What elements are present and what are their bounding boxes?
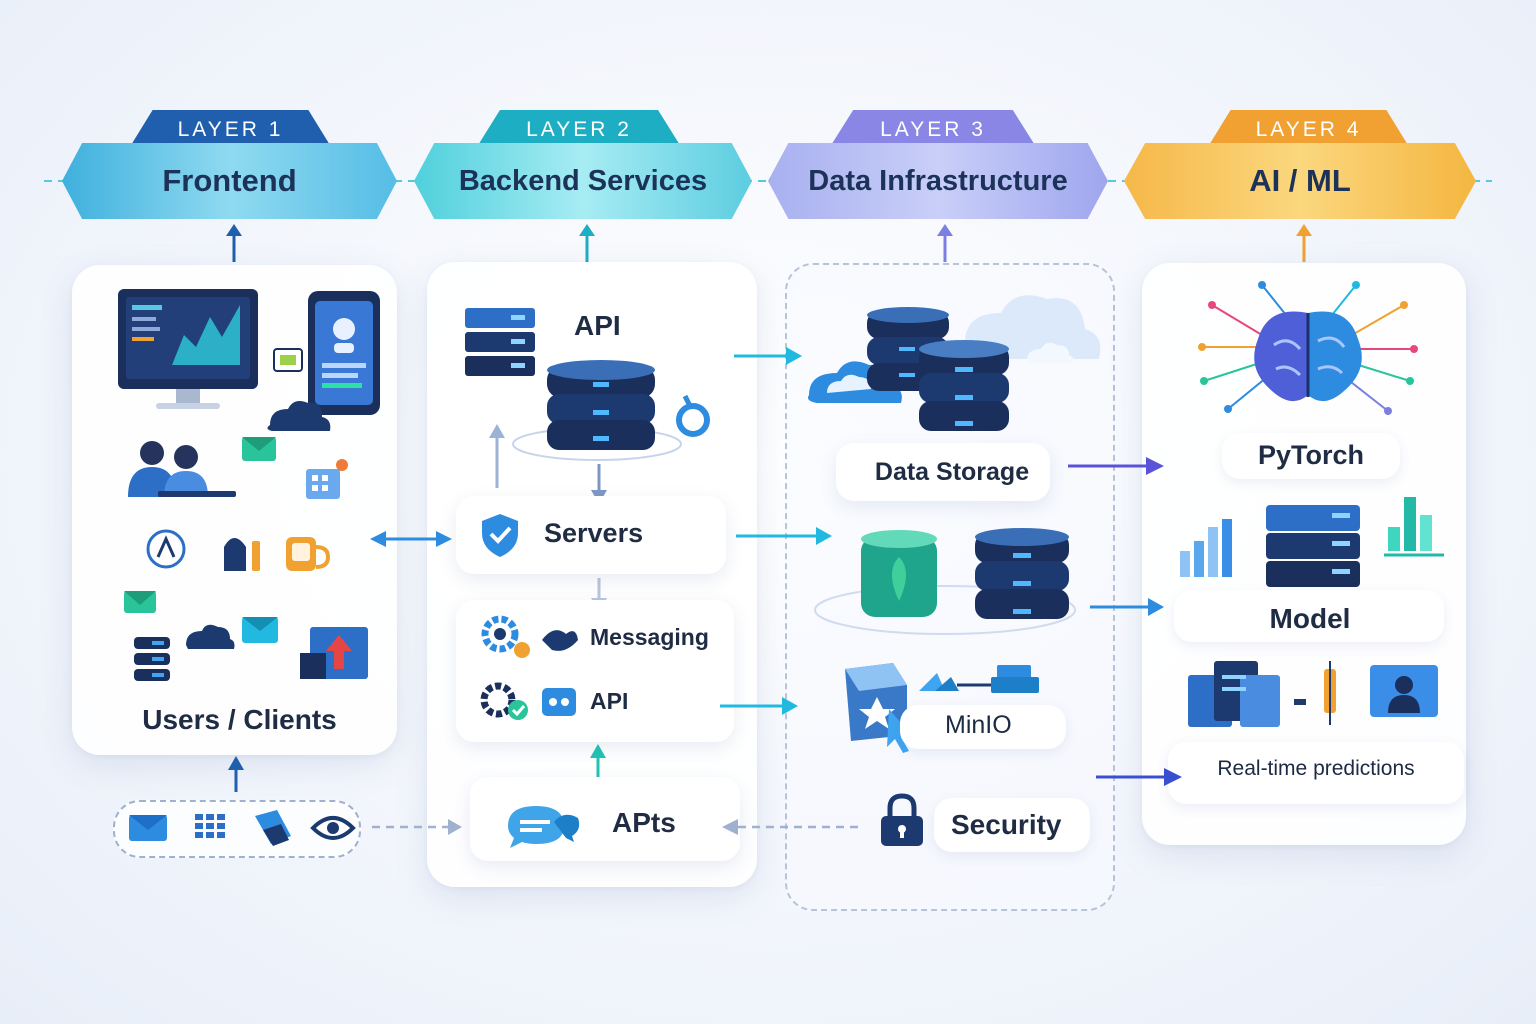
layer-2-title: Backend Services	[414, 143, 752, 219]
cloud-large-icon	[964, 295, 1101, 359]
arrow-shapes-icon	[919, 673, 945, 691]
input-tray-icons	[129, 810, 356, 846]
backend-illustration	[465, 308, 710, 792]
layer-1-title: Frontend	[62, 143, 397, 219]
gear-icon	[481, 615, 530, 658]
shield-icon	[482, 514, 518, 557]
minio-label: MinIO	[945, 711, 1012, 739]
bar-chart-icon	[1180, 519, 1232, 577]
brain-network-icon	[1198, 281, 1418, 415]
lock-icon	[881, 793, 923, 846]
messaging-api-pill	[456, 600, 734, 742]
frontend-caption: Users / Clients	[142, 704, 337, 735]
layer-4-title: AI / ML	[1124, 143, 1476, 219]
database-cylinder-icon	[547, 360, 655, 450]
mongodb-icon	[861, 530, 937, 617]
data-illustration	[808, 295, 1101, 753]
teal-chart-icon	[1384, 497, 1444, 557]
apts-label: APts	[612, 807, 676, 838]
frontend-illustration	[118, 289, 380, 681]
database-navy-icon	[975, 528, 1069, 619]
data-storage-pill	[836, 443, 1050, 501]
minio-pill	[900, 705, 1066, 749]
pytorch-pill	[1222, 433, 1400, 479]
cloud-small-icon	[186, 624, 235, 649]
database-icon	[134, 637, 170, 681]
smartphone-icon	[308, 291, 380, 415]
realtime-label: Real-time predictions	[1217, 757, 1415, 780]
cloud-icon	[267, 401, 331, 431]
grid-icon	[195, 814, 225, 838]
servers-label: Servers	[544, 518, 644, 548]
eye-settings-icon	[310, 816, 356, 840]
backend-api-label: API	[574, 310, 621, 341]
security-label: Security	[951, 809, 1062, 840]
video-user-icon	[1370, 665, 1438, 717]
security-pill	[934, 798, 1090, 852]
messaging-icons	[480, 615, 578, 720]
pytorch-label: PyTorch	[1257, 440, 1365, 470]
layer-3-title: Data Infrastructure	[768, 143, 1108, 219]
server-stack-icon	[465, 308, 535, 376]
data-storage-label: Data Storage	[874, 458, 1030, 486]
connector-ring-icon	[676, 403, 710, 437]
storage-database-2-icon	[919, 340, 1009, 431]
users-icon	[128, 441, 236, 497]
chat-bubbles-icon	[508, 806, 580, 848]
model-label: Model	[1269, 603, 1351, 634]
gear-check-icon	[480, 682, 528, 720]
messaging-label: Messaging	[590, 624, 709, 650]
backend-api-mid-label: API	[590, 688, 629, 714]
model-pill	[1174, 590, 1444, 642]
app-logo-icon	[146, 529, 186, 569]
user-lock-icon	[224, 538, 246, 571]
realtime-pill	[1168, 742, 1464, 804]
model-server-icon	[1266, 505, 1360, 587]
header-up-arrows	[226, 224, 1312, 262]
chat-bird-icon	[542, 630, 578, 651]
api-tile-icon	[542, 688, 576, 716]
server-blocks-icon	[1188, 661, 1280, 727]
monitor-dashboard-icon	[118, 289, 258, 409]
